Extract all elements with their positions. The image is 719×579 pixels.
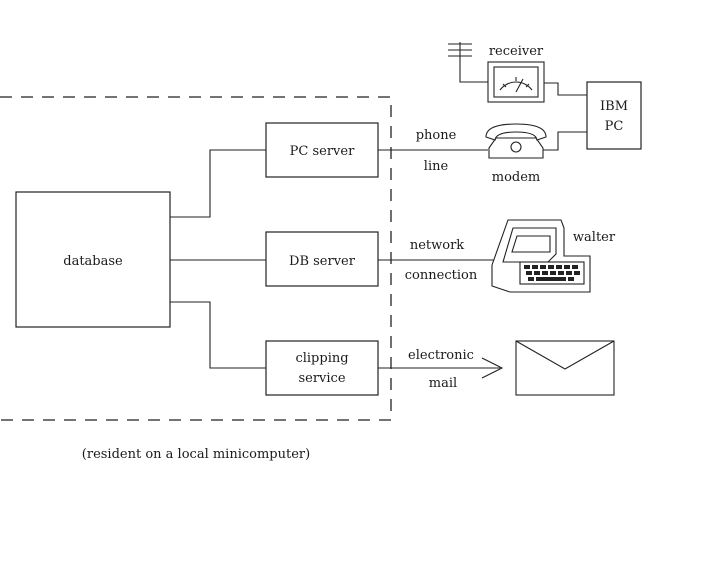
electronic-mail-label-2: mail: [429, 376, 457, 391]
wire-database-pc-server: [170, 149, 266, 218]
wire-receiver-ibm-pc: [544, 82, 587, 96]
pc-server-box: [265, 122, 379, 178]
network-connection-label-1: network: [410, 238, 464, 253]
clipping-service-label-1: clipping: [295, 351, 348, 366]
wire-database-clipping-service: [170, 301, 266, 369]
electronic-mail-label-1: electronic: [408, 348, 474, 363]
database-label: database: [63, 254, 123, 269]
phone-line-label-1: phone: [416, 128, 457, 143]
receiver-icon: [448, 42, 545, 103]
phone-line-label-2: line: [424, 159, 449, 174]
terminal-icon: [491, 219, 591, 293]
modem-label: modem: [492, 170, 541, 185]
boundary-caption: (resident on a local minicomputer): [82, 447, 310, 462]
pc-server-label: PC server: [290, 144, 355, 159]
ibm-pc-box: [586, 81, 642, 150]
clipping-service-box: [265, 340, 379, 396]
walter-label: walter: [573, 230, 616, 245]
wire-modem-ibm-pc: [543, 131, 587, 151]
db-server-box: [265, 231, 379, 287]
keyboard-keys: [524, 265, 580, 281]
minicomputer-boundary: [0, 96, 392, 421]
clipping-service-label-2: service: [298, 371, 345, 386]
network-connection-label-2: connection: [405, 268, 478, 283]
receiver-label: receiver: [489, 44, 544, 59]
connectors: [170, 82, 587, 379]
ibm-pc-label-2: PC: [605, 119, 624, 134]
database-box: [15, 191, 171, 328]
mail-arrowhead: [481, 357, 504, 379]
ibm-pc-label-1: IBM: [600, 99, 628, 114]
modem-icon: [485, 123, 547, 159]
db-server-label: DB server: [289, 254, 356, 269]
envelope-icon: [515, 340, 615, 396]
